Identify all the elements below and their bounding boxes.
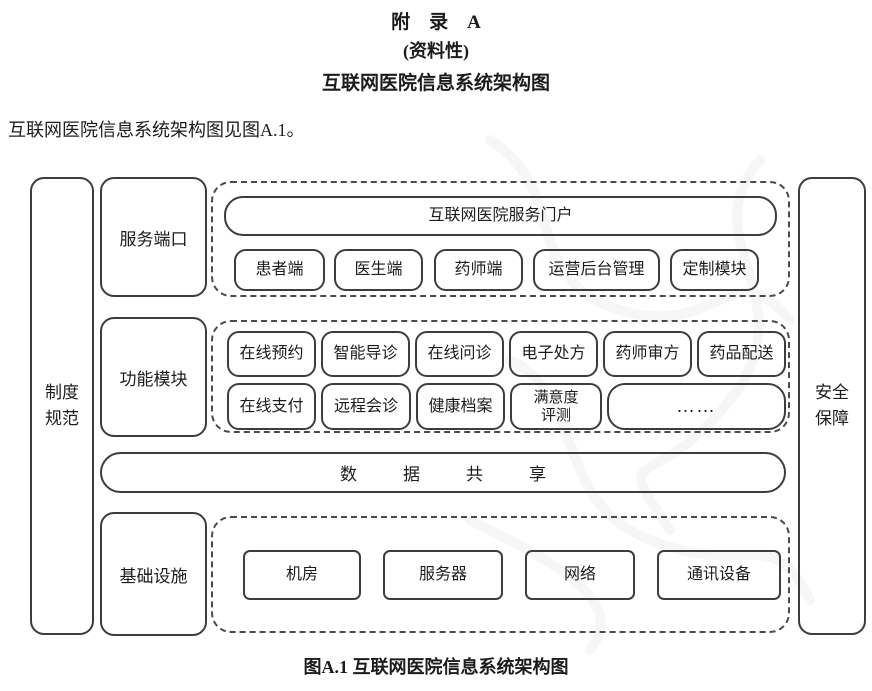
pillar-security: 安全 保障 (798, 177, 866, 635)
function-item-booking: 在线预约 (227, 331, 316, 377)
service-item-doctor: 医生端 (334, 249, 423, 291)
service-ports-label: 服务端口 (100, 177, 207, 297)
service-item-pharmacist: 药师端 (434, 249, 523, 291)
function-item-eprescription: 电子处方 (509, 331, 598, 377)
intro-paragraph: 互联网医院信息系统架构图见图A.1。 (8, 120, 305, 140)
infrastructure-group: 机房 服务器 网络 通讯设备 (211, 516, 790, 633)
function-item-telemedicine: 远程会诊 (321, 383, 411, 430)
infra-item-network: 网络 (525, 550, 635, 600)
function-item-triage: 智能导诊 (321, 331, 410, 377)
function-item-ellipsis: …… (607, 383, 786, 430)
service-item-patient: 患者端 (234, 249, 325, 291)
service-item-operations: 运营后台管理 (533, 249, 660, 291)
function-item-consult: 在线问诊 (415, 331, 504, 377)
service-ports-group: 互联网医院服务门户 患者端 医生端 药师端 运营后台管理 定制模块 (211, 181, 790, 297)
function-item-rx-review: 药师审方 (603, 331, 692, 377)
infra-item-server: 服务器 (383, 550, 503, 600)
function-item-payment: 在线支付 (227, 383, 316, 430)
function-item-satisfaction: 满意度 评测 (510, 383, 602, 430)
data-sharing-bar: 数据共享 (100, 452, 786, 493)
figure-caption: 图A.1 互联网医院信息系统架构图 (303, 657, 569, 677)
service-portal: 互联网医院服务门户 (224, 196, 777, 236)
service-item-custom: 定制模块 (670, 249, 759, 291)
infrastructure-label: 基础设施 (100, 512, 207, 636)
function-modules-label: 功能模块 (100, 317, 207, 437)
function-modules-group: 在线预约 智能导诊 在线问诊 电子处方 药师审方 药品配送 在线支付 远程会诊 … (211, 320, 790, 433)
function-item-delivery: 药品配送 (697, 331, 786, 377)
pillar-regulations: 制度 规范 (30, 177, 94, 635)
infra-item-comm-equipment: 通讯设备 (657, 550, 781, 600)
appendix-subtitle: (资料性) (403, 41, 469, 61)
function-item-health-records: 健康档案 (416, 383, 505, 430)
appendix-title: 附 录 A (391, 12, 481, 33)
page-title: 互联网医院信息系统架构图 (321, 73, 550, 94)
infra-item-server-room: 机房 (243, 550, 361, 600)
